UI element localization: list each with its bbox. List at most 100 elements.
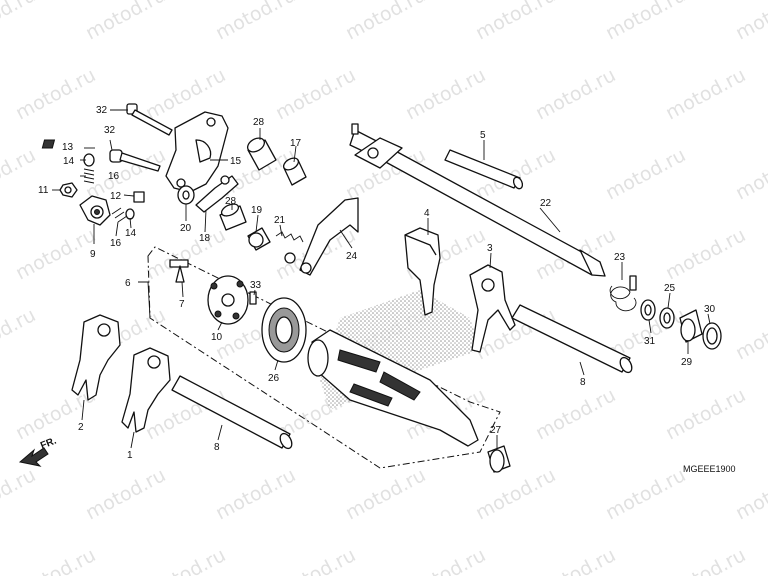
watermark-text: motod.ru (272, 544, 359, 576)
assembly-boundary (147, 246, 501, 469)
watermark-text: motod.ru (662, 384, 749, 444)
watermark-text: motod.ru (12, 384, 99, 444)
pawl-18 (195, 175, 239, 213)
watermark-text: motod.ru (212, 464, 299, 524)
watermark-text: motod.ru (662, 64, 749, 124)
pin-7 (169, 259, 189, 283)
plate-13 (41, 139, 56, 149)
watermark-text: motod.ru (602, 0, 689, 44)
spring-16-upper (83, 168, 95, 184)
gearshift-arm-24 (299, 197, 359, 276)
callout-14: 14 (125, 228, 137, 239)
watermark-text: motod.ru (662, 224, 749, 284)
watermark-text: motod.ru (12, 544, 99, 576)
callout-29: 29 (681, 357, 693, 368)
watermark-text: motod.ru (82, 464, 169, 524)
watermark-text: motod.ru (732, 0, 768, 44)
bolt-32-lower (109, 149, 161, 172)
callout-17: 17 (290, 138, 302, 149)
callout-28: 28 (253, 117, 265, 128)
callout-27: 27 (490, 425, 502, 436)
bolt-32-upper (126, 103, 173, 136)
watermark-text: motod.ru (342, 0, 429, 44)
callout-15: 15 (230, 156, 242, 167)
shift-fork-3 (469, 264, 516, 353)
spring-21 (275, 231, 304, 264)
leader-lines (52, 109, 711, 450)
spring-16-lower (111, 207, 128, 223)
watermark-text: motod.ru (12, 64, 99, 124)
collar-17 (282, 157, 307, 186)
callout-8: 8 (214, 442, 220, 453)
callout-7: 7 (179, 299, 185, 310)
callout-16: 16 (110, 238, 122, 249)
watermark-text: motod.ru (732, 144, 768, 204)
callout-26: 26 (268, 373, 280, 384)
callout-6: 6 (125, 278, 131, 289)
callout-18: 18 (199, 233, 211, 244)
callout-8: 8 (580, 377, 586, 388)
callout-33: 33 (250, 280, 262, 291)
callout-9: 9 (90, 249, 96, 260)
seal-30 (702, 322, 722, 350)
callout-22: 22 (540, 198, 552, 209)
watermark-text: motod.ru (732, 304, 768, 364)
callout-16: 16 (108, 171, 120, 182)
shift-drum (307, 329, 479, 447)
shift-fork-2 (71, 314, 121, 401)
gearshift-spindle-22 (349, 123, 606, 277)
watermark-text: motod.ru (662, 544, 749, 576)
watermark-text: motod.ru (0, 304, 39, 364)
shift-drum-center-10 (207, 275, 249, 325)
watermark-text: motod.ru (342, 464, 429, 524)
watermark-text: motod.ru (142, 544, 229, 576)
callout-10: 10 (211, 332, 223, 343)
watermark-text: motod.ru (732, 464, 768, 524)
callout-14: 14 (63, 156, 75, 167)
watermark-text: motod.ru (82, 0, 169, 44)
watermark-text: motod.ru (212, 0, 299, 44)
watermark-text: motod.ru (532, 384, 619, 444)
collar-14-lower (125, 208, 135, 220)
callout-12: 12 (110, 191, 122, 202)
watermark-text: motod.ru (402, 64, 489, 124)
callout-1: 1 (127, 450, 133, 461)
callout-4: 4 (424, 208, 430, 219)
front-marker-label: FR. (39, 435, 58, 451)
callout-25: 25 (664, 283, 676, 294)
fork-shaft-8-left (171, 375, 291, 449)
callout-32: 32 (96, 105, 108, 116)
fork-shaft-8-right (511, 304, 631, 373)
return-spring-23 (609, 275, 637, 312)
watermark-text: motod.ru (0, 0, 39, 44)
watermark-text: motod.ru (602, 464, 689, 524)
watermark-text: motod.ru (602, 144, 689, 204)
callout-19: 19 (251, 205, 263, 216)
drum-shifter-plate-15 (165, 111, 229, 193)
diagram-code: MGEEE1900 (683, 464, 736, 474)
plate-12 (133, 191, 145, 203)
roller-19 (247, 227, 271, 251)
bearing-26 (261, 297, 307, 363)
shift-fork-1 (121, 347, 171, 433)
callout-11: 11 (38, 185, 49, 196)
callout-32: 32 (104, 125, 116, 136)
callout-28: 28 (225, 196, 237, 207)
callout-23: 23 (614, 252, 626, 263)
callout-13: 13 (62, 142, 74, 153)
guide-shaft-5 (444, 149, 521, 189)
watermark-text: motod.ru (472, 0, 559, 44)
callout-31: 31 (644, 336, 656, 347)
watermark-text: motod.ru (0, 144, 39, 204)
watermark-text: motod.ru (402, 544, 489, 576)
collar-28-lower (219, 203, 247, 231)
circlip-31 (640, 299, 656, 321)
watermark-text: motod.ru (472, 464, 559, 524)
callout-24: 24 (346, 251, 358, 262)
bearing-27 (487, 445, 511, 473)
callout-30: 30 (704, 304, 716, 315)
dowel-33 (249, 291, 257, 305)
collar-28-upper (246, 137, 277, 171)
